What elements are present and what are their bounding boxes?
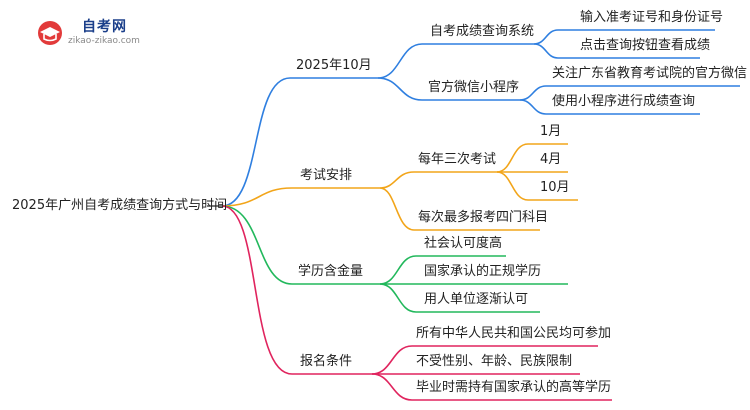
edge-b3-l3 [379,283,417,313]
edge-root-b2 [221,187,293,207]
branch-2-sub-2-node: 每次最多报考四门科目 [418,210,549,225]
edge-b4-l3 [371,373,413,401]
branch-4-connectors [221,205,612,401]
edge-b1-s2-l1 [519,85,547,101]
branch-3-node: 学历含金量 [298,264,364,279]
edge-b1-s1-l2 [533,43,559,59]
edge-b2-s1-l1 [496,143,529,173]
site-logo[interactable]: 自考网 zikao-zikao.com [34,14,164,54]
edge-b1-s2-l2 [519,99,547,115]
branch-4-leaf-3: 毕业时需持有国家承认的高等学历 [416,380,612,395]
logo-url: zikao-zikao.com [68,36,140,46]
edge-b1-s2 [377,77,423,101]
branch-1-connectors [221,29,740,207]
edge-root-b4 [221,205,293,375]
edge-b3-l1 [379,255,417,285]
logo-name: 自考网 [82,19,127,35]
branch-2-node: 考试安排 [300,168,353,183]
branch-3-connectors [221,205,568,313]
branch-1-sub-1-node: 自考成绩查询系统 [430,24,535,39]
branch-1-sub-1-leaf-2: 点击查询按钮查看成绩 [580,38,711,53]
edge-b1-s1-l1 [533,29,559,45]
branch-4-node: 报名条件 [300,354,353,369]
branch-1-node: 2025年10月 [296,58,372,73]
branch-2-sub-1-leaf-1: 1月 [540,124,562,139]
branch-3-leaf-2: 国家承认的正规学历 [424,264,542,279]
graduation-cap-icon [38,21,62,45]
branch-2-sub-1-node: 每年三次考试 [418,152,497,167]
branch-3-leaf-3: 用人单位逐渐认可 [424,292,529,307]
edge-b1-s1 [377,43,423,79]
branch-4-leaf-2: 不受性别、年龄、民族限制 [416,354,573,369]
edge-root-b1 [221,77,291,207]
branch-4-leaf-1: 所有中华人民共和国公民均可参加 [416,326,612,341]
edge-root-b3 [221,205,293,285]
edge-b2-s2 [379,187,415,231]
branch-1-sub-2-leaf-2: 使用小程序进行成绩查询 [552,94,696,109]
edge-b4-l1 [371,345,413,375]
root-node: 2025年广州自考成绩查询方式与时间 [12,198,228,213]
edge-b2-s1 [379,171,415,189]
branch-3-leaf-1: 社会认可度高 [424,236,503,251]
branch-1-sub-1-leaf-1: 输入准考证号和身份证号 [580,10,724,25]
branch-2-sub-1-leaf-2: 4月 [540,152,562,167]
edge-b2-s1-l3 [496,171,529,201]
branch-1-sub-2-leaf-1: 关注广东省教育考试院的官方微信 [552,66,748,81]
branch-1-sub-2-node: 官方微信小程序 [428,80,520,95]
branch-2-sub-1-leaf-3: 10月 [540,180,570,195]
branch-2-connectors [221,143,578,231]
